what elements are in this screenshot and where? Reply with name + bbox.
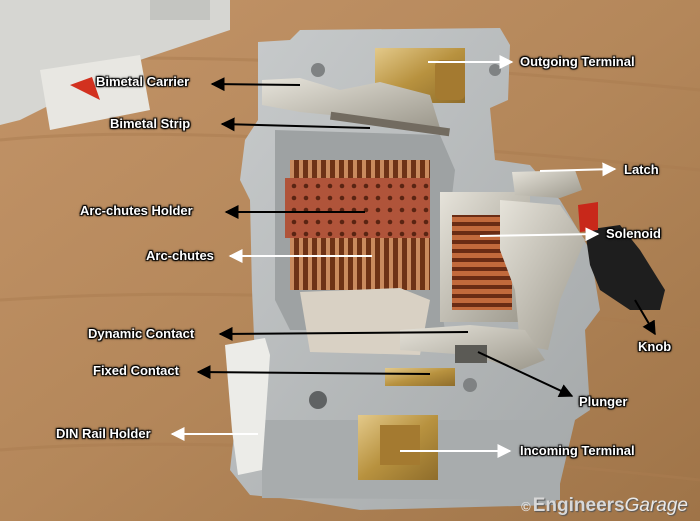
watermark-brand-a: Engineers bbox=[532, 495, 625, 516]
label-dynamic-contact: Dynamic Contact bbox=[88, 326, 195, 341]
leader-arrows-white bbox=[170, 55, 617, 458]
label-incoming-terminal: Incoming Terminal bbox=[520, 443, 635, 458]
bimetal-strip-part bbox=[330, 111, 450, 137]
arc-chutes-holder-plate bbox=[285, 178, 430, 238]
label-solenoid: Solenoid bbox=[606, 226, 661, 241]
label-din-rail-holder: DIN Rail Holder bbox=[56, 426, 151, 441]
arc-chutes-assembly bbox=[285, 160, 430, 355]
label-knob: Knob bbox=[638, 339, 672, 354]
bimetal-carrier-part bbox=[262, 78, 440, 128]
latch-part bbox=[512, 170, 582, 198]
incoming-terminal-part bbox=[358, 415, 438, 480]
other-breaker-half bbox=[0, 0, 230, 130]
fixed-contact-part bbox=[385, 368, 455, 386]
label-bimetal-carrier: Bimetal Carrier bbox=[96, 74, 190, 89]
label-outgoing-terminal: Outgoing Terminal bbox=[520, 54, 635, 69]
label-arc-chutes: Arc-chutes bbox=[146, 248, 214, 263]
solenoid-assembly bbox=[440, 192, 585, 350]
watermark: ©EngineersGarage bbox=[521, 495, 688, 517]
leader-arrows bbox=[196, 77, 656, 397]
latch-red bbox=[578, 202, 598, 232]
label-plunger: Plunger bbox=[579, 394, 628, 409]
label-bimetal-strip: Bimetal Strip bbox=[110, 116, 191, 131]
watermark-brand-b: Garage bbox=[624, 495, 688, 516]
label-fixed-contact: Fixed Contact bbox=[93, 363, 179, 378]
label-arc-chutes-holder: Arc-chutes Holder bbox=[80, 203, 193, 218]
plunger-part bbox=[455, 345, 487, 363]
label-latch: Latch bbox=[624, 162, 659, 177]
copyright-symbol: © bbox=[521, 499, 531, 514]
knob-part bbox=[585, 225, 665, 310]
